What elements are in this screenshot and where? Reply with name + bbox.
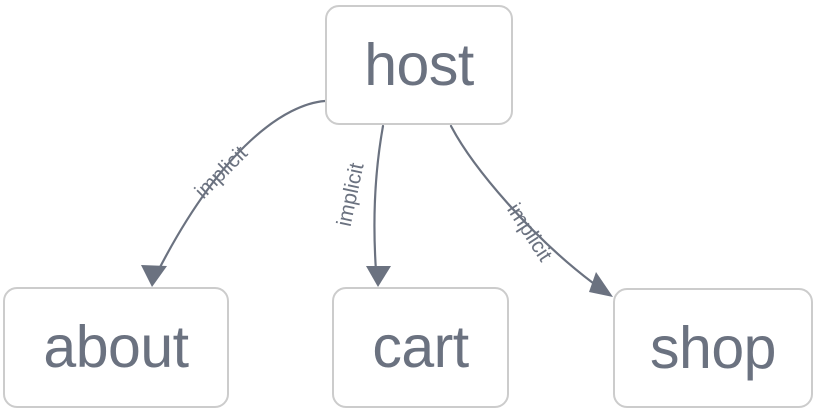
arrowhead-icon-shop bbox=[589, 272, 613, 297]
edge-host-cart-line bbox=[373, 124, 385, 273]
edge-label-host-shop: implicit bbox=[502, 199, 556, 265]
arrowhead-icon-cart bbox=[366, 266, 391, 287]
edge-host-about[interactable]: implicit bbox=[141, 99, 327, 287]
node-about-label: about bbox=[43, 314, 189, 380]
edge-label-host-about: implicit bbox=[191, 141, 253, 203]
edge-host-shop[interactable]: implicit bbox=[449, 124, 613, 297]
edge-host-cart[interactable]: implicit bbox=[333, 124, 391, 287]
node-shop-label: shop bbox=[650, 314, 776, 381]
edge-host-about-line bbox=[155, 99, 327, 275]
arrowhead-icon-about bbox=[141, 265, 167, 287]
node-host[interactable]: host bbox=[325, 5, 513, 125]
edge-label-host-cart: implicit bbox=[333, 161, 369, 229]
node-cart-label: cart bbox=[372, 314, 469, 380]
edge-host-shop-line bbox=[449, 124, 595, 285]
node-host-label: host bbox=[364, 31, 474, 98]
node-about[interactable]: about bbox=[3, 287, 229, 408]
node-shop[interactable]: shop bbox=[613, 288, 813, 408]
node-cart[interactable]: cart bbox=[332, 287, 509, 408]
